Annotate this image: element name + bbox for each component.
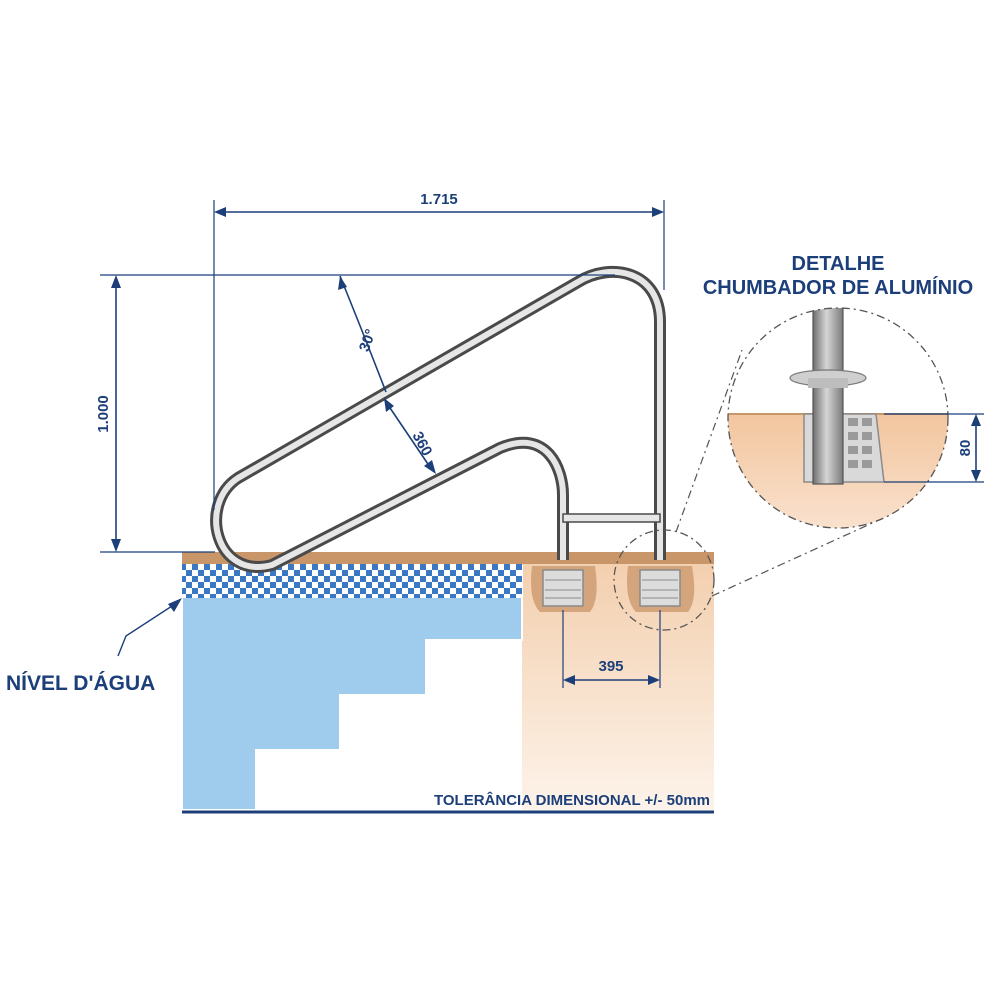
detail-source-circle (613, 529, 715, 631)
pool (181, 564, 714, 814)
dimension-height: 1.000 (95, 274, 615, 553)
dimension-angle-label: 30° (356, 327, 380, 354)
dimension-anchor-spacing: 395 (562, 610, 661, 688)
dimension-width: 1.715 (213, 191, 665, 510)
water-level-arrow (168, 598, 182, 612)
handrail-crossbar (562, 513, 661, 523)
handrail (210, 265, 666, 573)
anchor-left (542, 569, 584, 607)
detail-title-line1: DETALHE (792, 253, 885, 275)
detail-title-line2: CHUMBADOR DE ALUMÍNIO (703, 276, 973, 299)
detail-circle (727, 307, 949, 529)
detail-connector-top (675, 349, 743, 533)
dimension-diagonal-label: 360 (409, 429, 436, 459)
tile-band (182, 564, 522, 598)
dimension-anchor-depth-label: 80 (957, 440, 974, 457)
pool-water-steps (181, 565, 523, 811)
tolerance-label: TOLERÂNCIA DIMENSIONAL +/- 50mm (434, 791, 710, 809)
soil-top-strip (182, 552, 714, 564)
water-level-label: NÍVEL D'ÁGUA (6, 672, 155, 695)
anchor-right (639, 569, 681, 607)
detail-pipe (812, 308, 844, 485)
dimension-width-label: 1.715 (420, 191, 458, 208)
handrail-inner (213, 268, 663, 570)
dimension-angle: 30° (338, 275, 387, 393)
dimension-diagonal: 360 (384, 398, 436, 474)
dimension-height-label: 1.000 (95, 395, 112, 433)
detail-connector-bottom (711, 514, 891, 597)
water-level-leader (117, 605, 173, 657)
dimension-anchor-spacing-label: 395 (598, 658, 623, 675)
